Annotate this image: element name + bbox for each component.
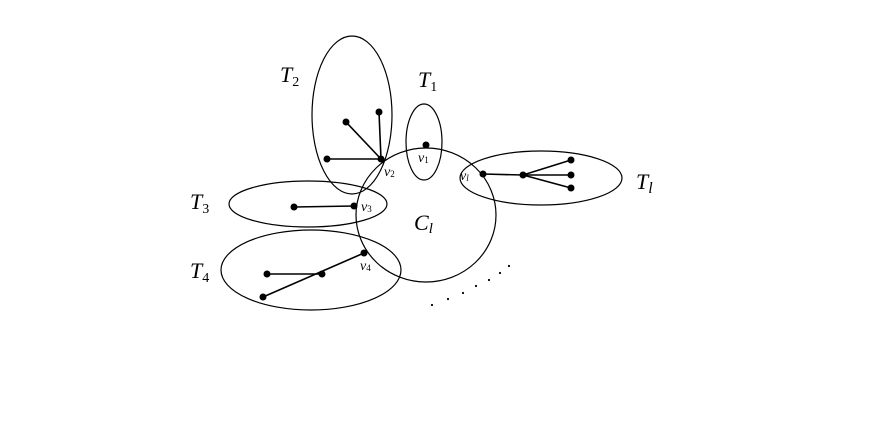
label-v3-main: v — [361, 200, 368, 215]
label-cl-sub: l — [429, 221, 433, 237]
tree-t1-boundary — [405, 103, 443, 181]
t4-edge-b — [262, 252, 365, 298]
node-tl-hub — [519, 171, 527, 179]
label-vl-main: v — [460, 169, 467, 184]
tl-edge-vl-hub — [482, 173, 524, 176]
node-v2 — [377, 155, 385, 163]
label-v1-main: v — [418, 151, 425, 166]
label-vl: vl — [460, 169, 469, 184]
continuation-dot — [446, 297, 450, 301]
label-v4: v4 — [360, 259, 371, 274]
node-tl-a — [567, 156, 575, 164]
node-tl-c — [567, 184, 575, 192]
tree-t4-boundary — [220, 229, 402, 311]
node-v3 — [350, 202, 358, 210]
continuation-dot — [487, 278, 491, 282]
label-t3-sub: 3 — [202, 202, 209, 217]
node-t4-b — [318, 270, 326, 278]
node-tl-b — [567, 171, 575, 179]
label-t4-sub: 4 — [202, 271, 209, 286]
continuation-dot — [430, 303, 434, 307]
label-tl: Tl — [636, 169, 653, 197]
label-v2: v2 — [384, 165, 395, 180]
node-v4 — [360, 249, 368, 257]
label-t1-main: T — [418, 67, 432, 92]
node-t3-a — [290, 203, 298, 211]
tl-edge-hub-a — [522, 159, 572, 176]
label-t4: T4 — [190, 258, 209, 286]
label-cl: Cl — [414, 210, 433, 237]
continuation-dot — [507, 264, 511, 268]
continuation-text: … — [0, 0, 1, 1]
label-v4-sub: 4 — [366, 263, 371, 273]
label-t4-main: T — [190, 258, 204, 283]
nodes — [259, 108, 575, 301]
t3-edge — [293, 205, 355, 208]
continuation-dot — [474, 284, 478, 288]
node-v1 — [422, 141, 430, 149]
label-v3: v3 — [361, 200, 372, 215]
node-t2-b — [375, 108, 383, 116]
label-v1-sub: 1 — [424, 155, 429, 165]
node-t2-a — [342, 118, 350, 126]
label-v1: v1 — [418, 151, 429, 166]
label-v2-main: v — [384, 165, 391, 180]
label-t2: T2 — [280, 62, 299, 90]
label-cl-main: C — [414, 210, 429, 235]
continuation-dots — [430, 264, 511, 307]
label-t2-main: T — [280, 62, 294, 87]
label-t2-sub: 2 — [292, 75, 299, 90]
label-tl-sub: l — [648, 180, 653, 197]
label-v3-sub: 3 — [367, 204, 372, 214]
label-t3: T3 — [190, 189, 209, 217]
label-vl-sub: l — [466, 173, 469, 183]
label-t1: T1 — [418, 67, 437, 95]
t2-edge-v2-a — [345, 121, 382, 160]
label-v4-main: v — [360, 259, 367, 274]
tl-edge-hub-c — [522, 174, 572, 189]
t2-edge-v2-b — [378, 111, 382, 160]
label-tl-main: T — [636, 169, 650, 194]
label-t1-sub: 1 — [430, 80, 437, 95]
node-vl — [479, 170, 487, 178]
tree-t3-boundary — [228, 180, 388, 228]
continuation-dot — [461, 291, 465, 295]
continuation-dot — [498, 271, 502, 275]
tree-tl-boundary — [459, 150, 623, 206]
node-t4-a — [263, 270, 271, 278]
node-t4-c — [259, 293, 267, 301]
label-v2-sub: 2 — [390, 169, 395, 179]
node-t2-c — [323, 155, 331, 163]
tree-t2-boundary — [311, 35, 393, 195]
label-t3-main: T — [190, 189, 204, 214]
